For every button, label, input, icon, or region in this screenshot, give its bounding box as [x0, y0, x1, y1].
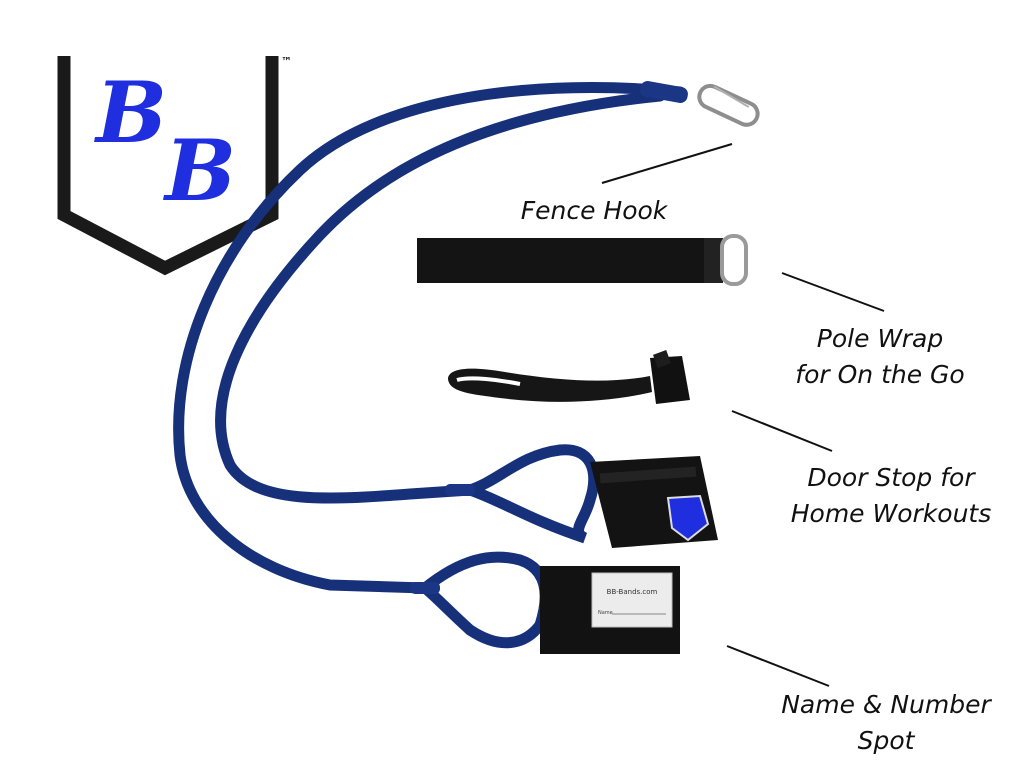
label-pole-wrap: Pole Wrap for On the Go: [760, 321, 1000, 393]
name-tag: [591, 572, 673, 628]
band-sleeve-lower: [410, 582, 440, 594]
trademark-symbol: ™: [281, 55, 292, 68]
door-stop-strap: [448, 350, 690, 404]
upper-handle: [590, 456, 718, 548]
label-pole-wrap-line1: Pole Wrap: [816, 324, 944, 353]
band-cord-outer: [173, 82, 686, 594]
band-cord-inner: [215, 90, 666, 504]
band-sleeve: [640, 81, 688, 103]
band-sleeve-upper: [445, 484, 475, 496]
logo-letter-b1: B: [94, 63, 167, 162]
bb-logo: B B: [57, 56, 279, 276]
callout-lines: [601, 143, 885, 687]
label-fence-hook: Fence Hook: [506, 193, 682, 229]
leader-door-stop: [731, 410, 833, 452]
carabiner-clip: [697, 83, 760, 127]
label-pole-wrap-line2: for On the Go: [795, 360, 965, 389]
label-door-stop: Door Stop for Home Workouts: [768, 460, 1014, 532]
resistance-band: [173, 82, 686, 649]
label-name-spot-line2: Spot: [857, 726, 915, 755]
name-tag-field: Name: [598, 610, 613, 616]
door-stop-block: [650, 356, 690, 404]
name-tag-brand: BB-Bands.com: [607, 588, 658, 596]
handle-logo-patch: [666, 494, 710, 542]
leader-name-spot: [726, 645, 830, 687]
upper-handle-loop: [464, 444, 600, 544]
label-name-spot-line1: Name & Number: [781, 690, 991, 719]
logo-letter-b2: B: [163, 121, 236, 220]
leader-pole-wrap: [781, 272, 885, 312]
home-plate-outline: [57, 56, 279, 276]
leader-fence-hook: [601, 143, 733, 184]
pole-wrap-strap: [417, 234, 748, 286]
label-name-spot: Name & Number Spot: [760, 687, 1012, 759]
label-fence-hook-text: Fence Hook: [520, 196, 668, 225]
lower-handle-loop: [419, 551, 551, 649]
label-door-stop-line1: Door Stop for: [807, 463, 975, 492]
label-door-stop-line2: Home Workouts: [790, 499, 992, 528]
lower-handle: BB-Bands.com Name: [540, 566, 680, 654]
d-ring: [720, 234, 748, 286]
